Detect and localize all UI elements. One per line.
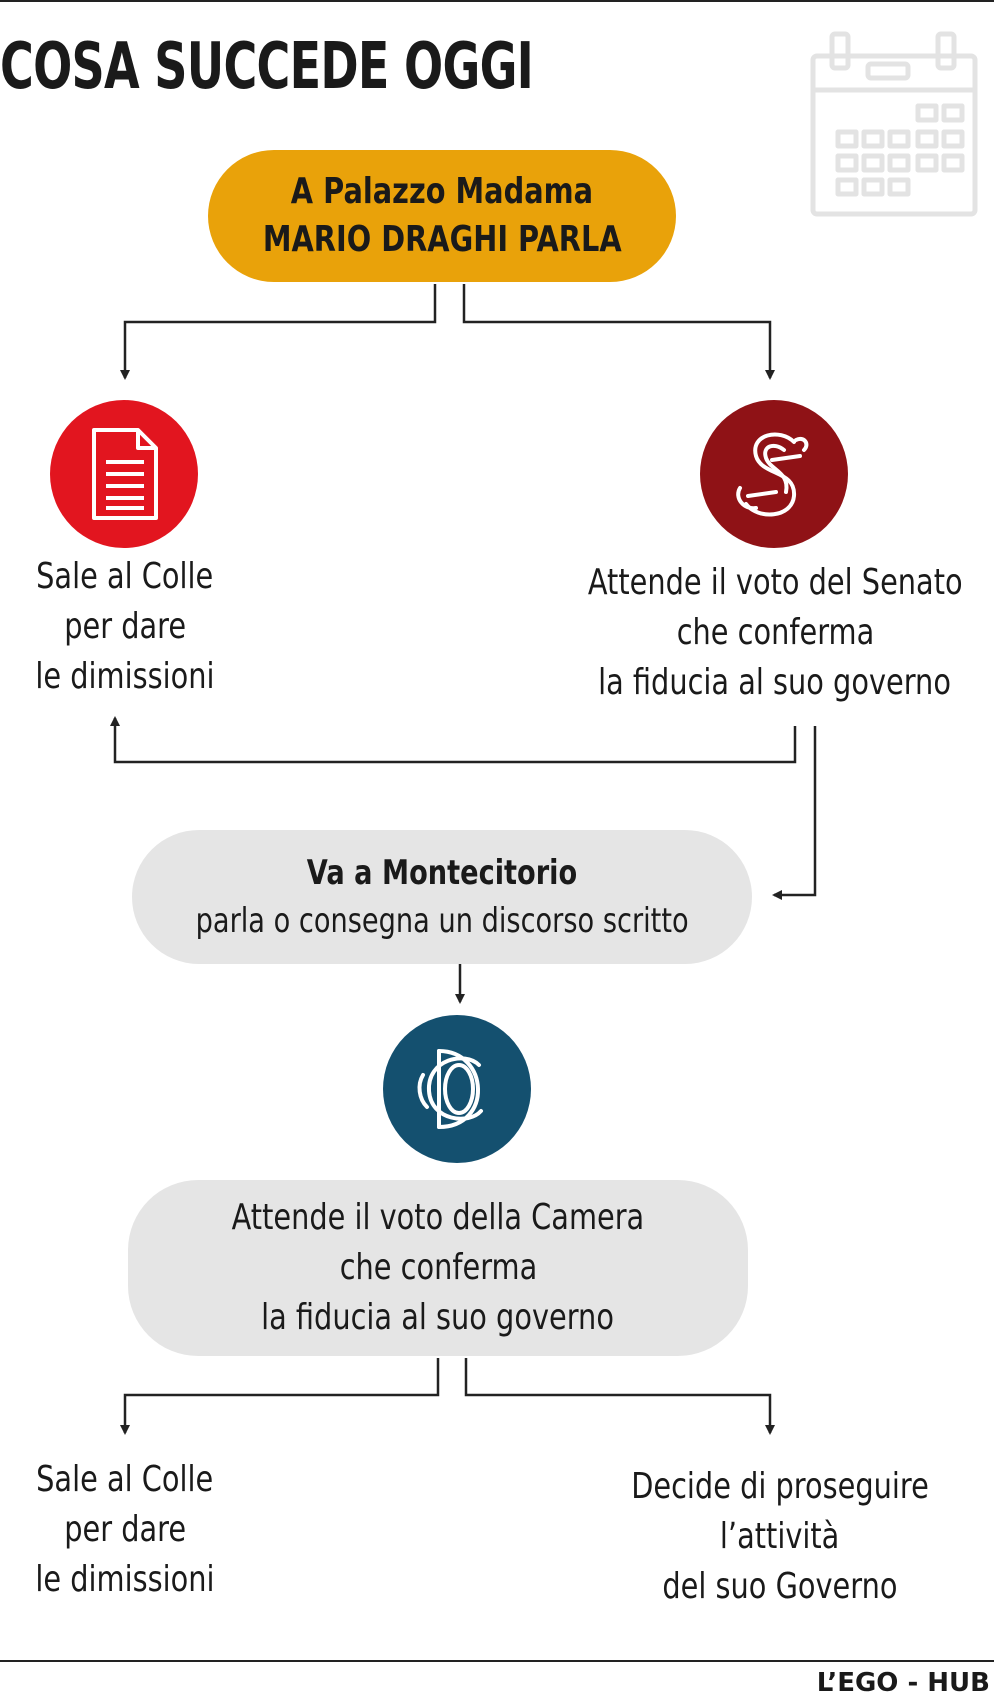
- option-resign-2-line-1: Sale al Colle: [36, 1459, 214, 1500]
- connector-chamber-to-left: [120, 1358, 440, 1435]
- option-resign-1: Sale al Colle per dare le dimissioni: [0, 552, 250, 702]
- start-line-1: A Palazzo Madama: [290, 171, 594, 212]
- option-resign-1-line-3: le dimissioni: [35, 656, 215, 697]
- option-continue-line-1: Decide di proseguire: [631, 1466, 929, 1507]
- option-senate-vote-line-3: la fiducia al suo governo: [598, 662, 952, 703]
- bottom-rule: [0, 1660, 994, 1662]
- chamber-vote-line-1: Attende il voto della Camera: [231, 1197, 645, 1238]
- chamber-vote-line-2: che conferma: [339, 1247, 537, 1288]
- chamber-emblem-icon: [383, 1015, 531, 1163]
- connector-senate-to-left: [110, 716, 797, 764]
- document-icon: [50, 400, 198, 548]
- montecitorio-line-1: Va a Montecitorio: [306, 853, 578, 893]
- chamber-vote-node: Attende il voto della Camera che conferm…: [128, 1180, 748, 1356]
- start-line-2: MARIO DRAGHI PARLA: [262, 219, 622, 260]
- option-resign-2-line-2: per dare: [64, 1509, 186, 1550]
- option-resign-2-line-3: le dimissioni: [35, 1559, 215, 1600]
- option-continue-government: Decide di proseguire l’attività del suo …: [600, 1462, 960, 1612]
- option-continue-line-3: del suo Governo: [662, 1566, 898, 1607]
- connector-start-to-right: [462, 284, 775, 380]
- option-continue-line-2: l’attività: [720, 1516, 840, 1557]
- option-resign-2: Sale al Colle per dare le dimissioni: [0, 1455, 250, 1605]
- option-senate-vote-line-2: che conferma: [676, 612, 874, 653]
- montecitorio-line-2: parla o consegna un discorso scritto: [195, 901, 689, 941]
- top-rule: [0, 0, 994, 2]
- connector-start-to-left: [120, 284, 437, 380]
- option-senate-vote: Attende il voto del Senato che conferma …: [560, 558, 990, 708]
- brand-credit: L’EGO - HUB: [816, 1668, 990, 1698]
- option-senate-vote-line-1: Attende il voto del Senato: [587, 562, 963, 603]
- connector-chamber-to-right: [464, 1358, 775, 1435]
- senate-emblem-icon: [700, 400, 848, 548]
- start-node: A Palazzo Madama MARIO DRAGHI PARLA: [208, 150, 676, 282]
- connector-senate-to-montecitorio: [772, 726, 817, 900]
- option-resign-1-line-1: Sale al Colle: [36, 556, 214, 597]
- page-title: COSA SUCCEDE OGGI: [0, 30, 534, 104]
- calendar-icon: [810, 31, 978, 217]
- montecitorio-node: Va a Montecitorio parla o consegna un di…: [132, 830, 752, 964]
- chamber-vote-line-3: la fiducia al suo governo: [261, 1297, 615, 1338]
- option-resign-1-line-2: per dare: [64, 606, 186, 647]
